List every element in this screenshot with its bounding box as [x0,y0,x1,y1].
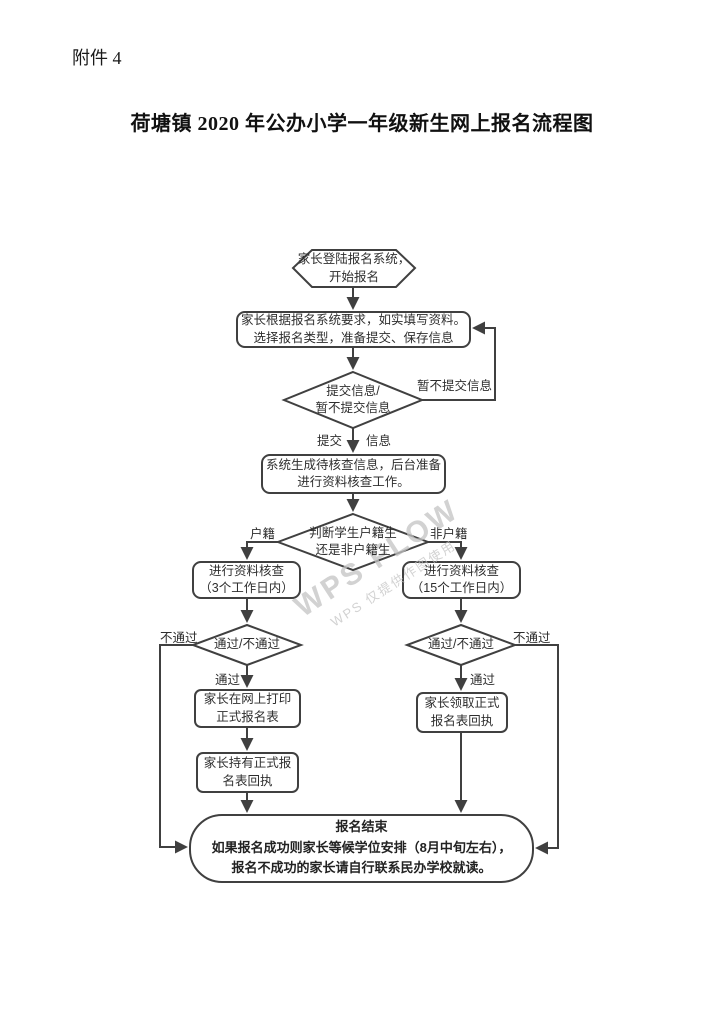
edge-label-pass-local: 通过 [215,673,241,687]
pass-nonlocal-diamond-shape [404,623,518,667]
print-form-rect-shape [194,689,301,728]
node-pass-local-label: 通过/不通过 [214,637,280,652]
hukou-decision-diamond-shape [275,512,431,572]
edge-not-submit-loop [422,321,496,401]
node-receive-receipt-label: 家长领取正式 报名表回执 [424,696,500,728]
node-fill-info-label: 家长根据报名系统要求，如实填写资料。 选择报名类型，准备提交、保存信息 [240,313,466,345]
node-end-label: 报名结束 如果报名成功则家长等候学位安排（8月中旬左右）， 报名不成功的家长请自… [211,818,512,876]
submit-decision-diamond-shape [281,370,425,430]
node-hukou-decision-label: 判断学生户籍生 还是非户籍生 [309,525,397,557]
node-generate-info-label: 系统生成待核查信息，后台准备 进行资料核查工作。 [265,457,441,489]
generate-info-rect-shape [261,454,446,494]
pass-local-diamond-shape [190,623,304,667]
receive-receipt-rect-shape [416,692,508,733]
edge-fail-local-to-end [159,644,193,854]
attachment-label: 附件 4 [72,48,122,68]
node-submit-decision-label: 提交信息/ 暂不提交信息 [315,383,391,415]
edge-label-fail-local: 不通过 [160,631,198,645]
edge-label-fail-nonlocal: 不通过 [513,631,551,645]
edge-label-submit: 提交 [317,434,343,448]
end-rounded-rect-shape [189,814,534,883]
node-check-nonlocal-label: 进行资料核查 （15个工作日内） [410,563,513,595]
edge-fail-nonlocal-to-end [515,644,559,855]
node-check-local-label: 进行资料核查 （3个工作日内） [199,563,294,595]
fill-info-rect-shape [236,311,471,348]
edge-hukou-to-check-nonlocal [428,541,468,560]
start-hexagon-shape [291,249,417,288]
edge-label-not-submit: 暂不提交信息 [417,379,493,393]
edge-label-nonlocal: 非户籍 [430,527,468,541]
node-pass-nonlocal-label: 通过/不通过 [428,637,494,652]
node-print-form-label: 家长在网上打印 正式报名表 [203,692,292,724]
edge-label-local: 户籍 [250,527,276,541]
check-local-rect-shape [192,561,301,599]
page-title: 荷塘镇 2020 年公办小学一年级新生网上报名流程图 [130,113,594,135]
edge-label-pass-nonlocal: 通过 [470,673,496,687]
node-start-label: 家长登陆报名系统， 开始报名 [297,252,411,284]
check-nonlocal-rect-shape [402,561,521,599]
edge-hukou-to-check-local [240,541,278,560]
edge-label-info: 信息 [366,434,392,448]
hold-receipt-rect-shape [196,752,299,793]
node-hold-receipt-label: 家长持有正式报 名表回执 [203,756,292,788]
